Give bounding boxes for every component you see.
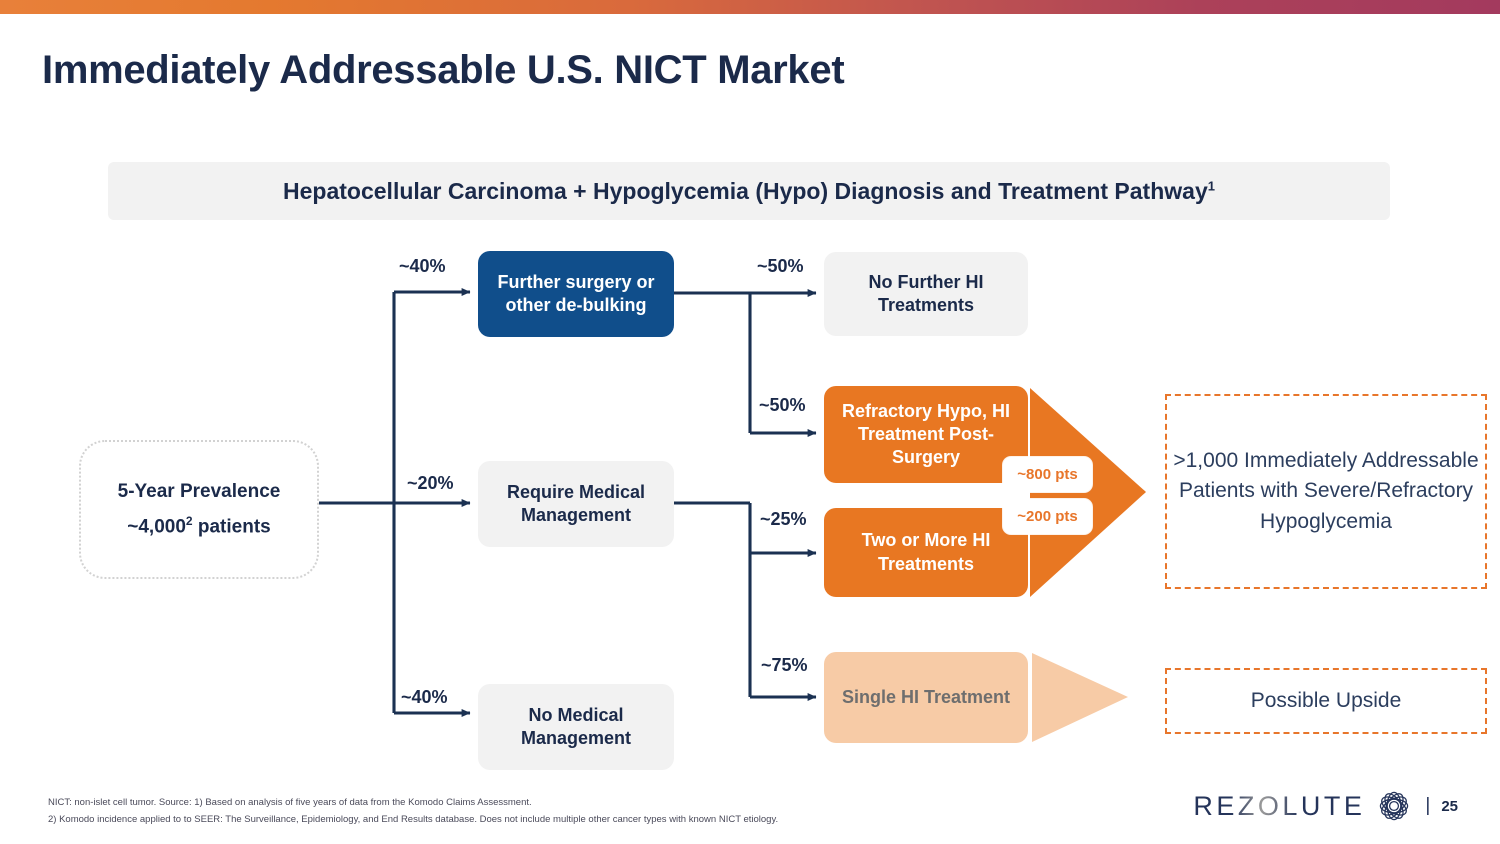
node-no-medical-management[interactable]: No Medical Management xyxy=(478,684,674,770)
pct-to-require-medical: ~20% xyxy=(407,473,454,493)
node-no-further-hi-treatments[interactable]: No Further HI Treatments xyxy=(824,252,1028,336)
prevalence-count: ~4,000 xyxy=(127,516,186,538)
node-further-surgery[interactable]: Further surgery or other de-bulking xyxy=(478,251,674,337)
brand-footer: REZOLUTE | 25 xyxy=(1193,786,1458,826)
pct-to-further-surgery: ~40% xyxy=(399,256,446,276)
node-refractory-hypo[interactable]: Refractory Hypo, HI Treatment Post-Surge… xyxy=(824,386,1028,483)
section-banner: Hepatocellular Carcinoma + Hypoglycemia … xyxy=(108,162,1390,220)
pct-to-single-hi: ~75% xyxy=(761,655,808,675)
section-banner-text: Hepatocellular Carcinoma + Hypoglycemia … xyxy=(283,177,1208,204)
node-require-medical-management[interactable]: Require Medical Management xyxy=(478,461,674,547)
peach-chevron-arrow xyxy=(1032,653,1128,742)
prevalence-footnote-ref: 2 xyxy=(185,513,193,528)
section-banner-label: Hepatocellular Carcinoma + Hypoglycemia … xyxy=(283,178,1215,205)
callout-addressable-patients: >1,000 Immediately Addressable Patients … xyxy=(1165,394,1487,589)
callout-possible-upside: Possible Upside xyxy=(1165,668,1487,734)
footnote-line-1: NICT: non-islet cell tumor. Source: 1) B… xyxy=(48,797,532,808)
pct-to-refractory-hypo: ~50% xyxy=(759,395,806,415)
node-two-or-more-hi-treatments[interactable]: Two or More HI Treatments xyxy=(824,508,1028,597)
page-number: 25 xyxy=(1441,797,1458,815)
pill-two-or-more-pts: ~200 pts xyxy=(1003,499,1092,534)
prevalence-line-1: 5-Year Prevalence xyxy=(117,480,281,502)
section-banner-footnote-ref: 1 xyxy=(1207,177,1215,193)
page-title: Immediately Addressable U.S. NICT Market xyxy=(42,48,845,92)
prevalence-unit: patients xyxy=(192,516,271,538)
node-single-hi-treatment[interactable]: Single HI Treatment xyxy=(824,652,1028,743)
footnotes: NICT: non-islet cell tumor. Source: 1) B… xyxy=(48,795,948,828)
orange-chevron-arrow xyxy=(1030,388,1146,597)
pct-to-no-further-hi: ~50% xyxy=(757,256,804,276)
pct-to-no-medical: ~40% xyxy=(401,687,448,707)
node-5-year-prevalence[interactable]: 5-Year Prevalence ~4,0002 patients xyxy=(79,440,319,579)
pill-refractory-pts: ~800 pts xyxy=(1003,457,1092,492)
rezolute-mandala-icon xyxy=(1380,791,1409,821)
pct-to-two-or-more-hi: ~25% xyxy=(760,509,807,529)
logo-divider: | xyxy=(1425,795,1431,816)
footnote-line-2: 2) Komodo incidence applied to to SEER: … xyxy=(48,813,779,825)
prevalence-line-2: ~4,0002 patients xyxy=(127,514,270,540)
rezolute-wordmark: REZOLUTE xyxy=(1193,790,1366,821)
brand-gradient-bar xyxy=(0,0,1500,14)
